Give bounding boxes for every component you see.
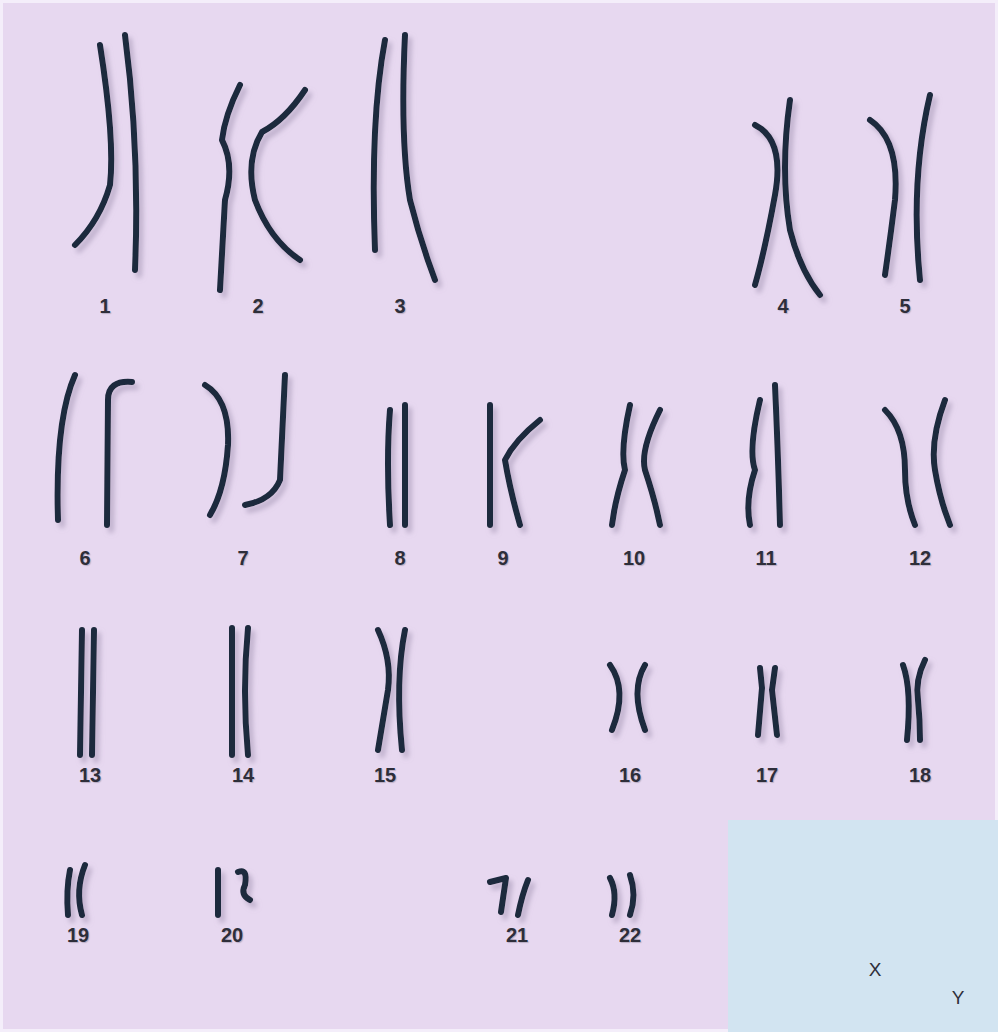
chromosome-number: 8 xyxy=(394,548,405,568)
chromosome-number: 3 xyxy=(394,296,405,316)
chromosome-number: 9 xyxy=(497,548,508,568)
chromosome-number: 20 xyxy=(221,925,243,945)
chromosome-number: 18 xyxy=(909,765,931,785)
chromosome-number: 11 xyxy=(755,548,776,568)
chromosome-number: 15 xyxy=(374,765,396,785)
chromosome-number: 5 xyxy=(899,296,910,316)
chromosome-number: 10 xyxy=(623,548,645,568)
chromosome-number: 4 xyxy=(777,296,788,316)
chromosome-number: 6 xyxy=(79,548,90,568)
chromosome-number: 7 xyxy=(237,548,248,568)
chromosome-number: 17 xyxy=(756,765,778,785)
chromosome-number: 1 xyxy=(99,296,110,316)
sex-chromosome-panel: XY xyxy=(728,820,998,1032)
chromosome-number: 22 xyxy=(619,925,641,945)
chromosome-number: 16 xyxy=(619,765,641,785)
chromosome-number: 12 xyxy=(909,548,931,568)
chromosome-number: 2 xyxy=(252,296,263,316)
chromosome-label: Y xyxy=(952,988,965,1007)
chromosome-number: 13 xyxy=(79,765,101,785)
chromosome-number: 19 xyxy=(67,925,89,945)
chromosome-label: X xyxy=(869,960,882,979)
chromosomes xyxy=(58,35,950,915)
chromosome-number: 21 xyxy=(506,925,528,945)
chromosome-number: 14 xyxy=(232,765,254,785)
